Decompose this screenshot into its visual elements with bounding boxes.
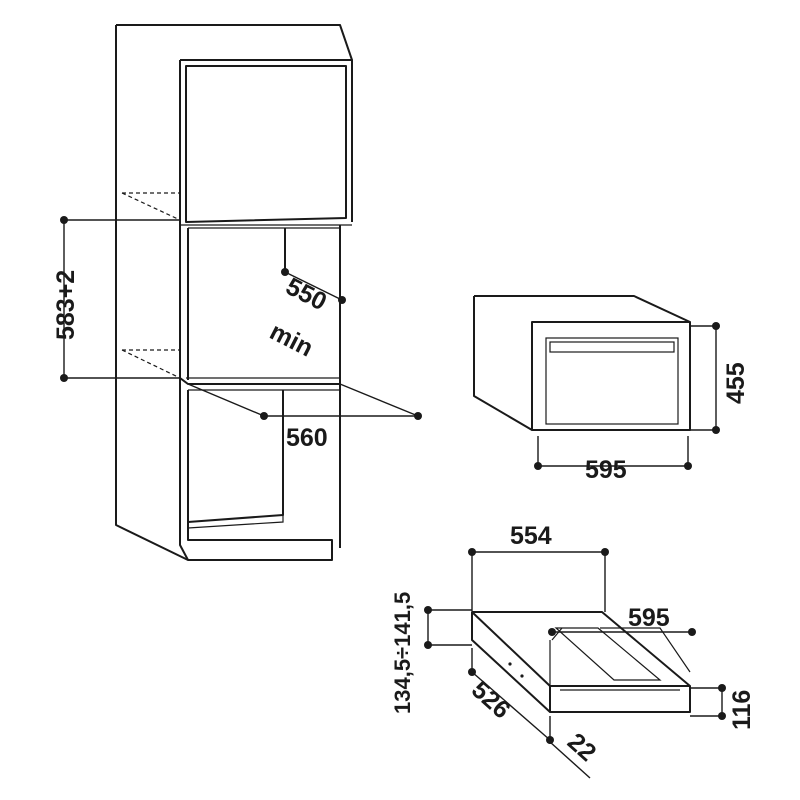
drawer-side [471,612,551,713]
tall-cabinet [115,24,353,561]
label-drawer-front-thickness: 22 [562,728,601,767]
shelf-front [179,377,340,385]
cabinet-front-left [179,60,189,561]
cabinet-top-edge [116,24,353,61]
oven-side [473,296,533,431]
dim-drawer-inner-width: 554 [468,522,609,612]
dim-drawer-gap: 134,5÷141,5 [390,592,472,714]
dim-cabinet-width: 560 [187,383,422,452]
drawer-cutout-left [549,627,662,686]
dim-drawer-height: 116 [690,684,756,730]
lower-floor [187,515,284,529]
label-drawer-height: 116 [728,690,756,730]
oven-handle [549,341,675,353]
dim-oven-height: 455 [690,322,750,434]
lower-compartment [187,390,333,547]
upper-door [185,65,347,223]
dim-drawer-front-thickness: 22 [549,728,601,779]
dim-drawer-front-width: 595 [548,604,696,636]
oven-front [531,321,691,431]
label-drawer-inner-width: 554 [510,522,552,550]
label-cabinet-depth: 550 [281,272,331,316]
label-cabinet-width: 560 [286,424,328,452]
oven-door-window [545,337,679,425]
drawer-cutout-right [551,627,691,673]
dim-cabinet-depth: 550 min [265,268,346,363]
label-opening-height: 583+2 [52,270,80,340]
hidden-line-2 [121,192,181,221]
cabinet-front-top [180,59,353,222]
oven [473,295,691,431]
label-drawer-gap: 134,5÷141,5 [390,592,415,714]
label-drawer-front-width: 595 [628,604,670,632]
label-oven-width: 595 [585,456,627,484]
hidden-line-4 [121,349,181,379]
label-cabinet-depth-note: min [265,317,317,362]
drawer-top-back [472,611,691,687]
dim-oven-width: 595 [534,436,692,484]
lower-back [187,390,284,523]
drawer [471,611,691,713]
drawer-front [549,685,691,713]
dim-opening-height: 583+2 [52,216,180,382]
oven-top [474,295,691,323]
label-drawer-depth: 526 [466,676,516,725]
drawer-top-edge [471,611,551,687]
label-oven-height: 455 [722,362,750,404]
